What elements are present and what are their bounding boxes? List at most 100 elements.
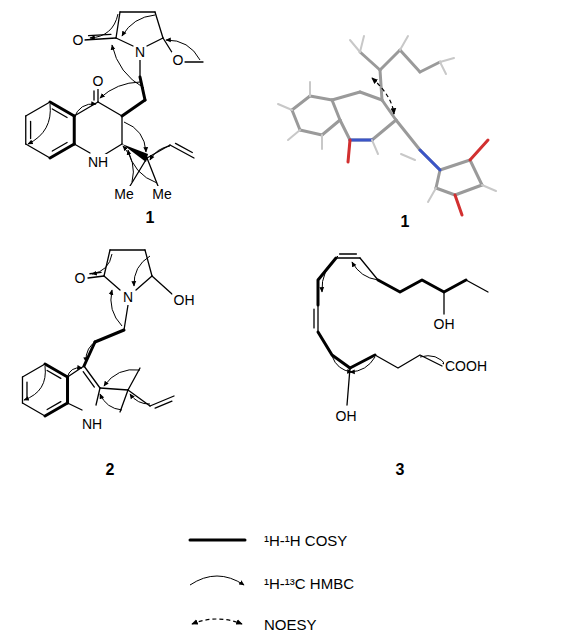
compound-number: 3 — [395, 461, 406, 479]
compound-number: 1 — [400, 213, 411, 231]
hmbc-arrow — [352, 262, 378, 280]
methyl-label: Me — [151, 186, 172, 202]
bond-line — [100, 388, 128, 390]
bond-line — [84, 38, 116, 40]
bond-line — [147, 158, 158, 186]
bond-line — [139, 59, 140, 77]
double-bond-line — [47, 402, 61, 410]
bond-line — [26, 144, 50, 158]
double-bond-line — [52, 143, 67, 152]
hmbc-arrow — [332, 356, 352, 372]
double-bond-line — [89, 34, 111, 35]
legend-text: ¹H-¹³C HMBC — [262, 575, 356, 592]
bond-line — [317, 305, 318, 332]
atom-label: OH — [433, 316, 456, 332]
bond-line — [98, 102, 122, 116]
compound-number: 1 — [145, 209, 156, 227]
hmbc-arrow — [322, 256, 338, 292]
double-bond-line — [313, 309, 314, 328]
bond-line — [22, 364, 45, 377]
model-stick — [360, 92, 382, 100]
hmbc-arrow — [111, 290, 122, 326]
atom-label: O — [172, 52, 185, 68]
model-stick — [372, 120, 396, 140]
double-bond-line — [30, 121, 31, 138]
noesy-arrow — [372, 78, 394, 114]
model-stick — [420, 62, 440, 72]
model-stick — [440, 160, 470, 170]
bond-line — [26, 102, 50, 116]
double-bond-line — [176, 143, 193, 152]
model-stick — [332, 92, 360, 100]
bond-line — [74, 144, 90, 153]
bond-line — [360, 258, 488, 292]
bond-line — [150, 396, 174, 406]
bond-line — [84, 342, 95, 366]
bond-line — [124, 305, 128, 330]
atom-label: N — [134, 44, 146, 60]
model-stick — [348, 140, 350, 162]
bond-line — [318, 258, 336, 305]
hmbc-arrow — [92, 254, 112, 274]
bond-line — [350, 355, 442, 368]
hmbc-sample — [190, 576, 244, 585]
model-stick — [332, 100, 340, 120]
bond-line — [120, 11, 155, 12]
atom-label: O — [72, 32, 85, 48]
bond-line — [336, 257, 360, 258]
atom-label: O — [74, 270, 87, 286]
model-stick — [436, 188, 455, 195]
double-bond-line — [93, 91, 94, 100]
double-bond-line — [340, 253, 357, 254]
bond-line — [140, 77, 145, 100]
atom-label: OH — [173, 292, 196, 308]
bond-line — [22, 377, 23, 403]
double-bond-line — [83, 372, 94, 387]
model-stick — [400, 50, 420, 72]
model-stick — [292, 110, 300, 130]
bond-line — [318, 332, 350, 368]
bond-line — [128, 390, 150, 406]
bond-line — [104, 276, 120, 290]
bond-line — [443, 292, 444, 314]
model-stick — [482, 185, 496, 191]
model-stick — [300, 130, 322, 135]
wedge-bond — [122, 144, 148, 162]
hmbc-arrow — [124, 122, 146, 152]
double-bond-line — [155, 401, 172, 408]
bond-line — [120, 390, 128, 412]
model-stick — [309, 82, 311, 96]
model-stick — [278, 104, 292, 110]
hmbc-arrow — [122, 15, 155, 36]
model-stick — [292, 96, 310, 110]
model-stick — [288, 130, 300, 140]
model-stick — [310, 96, 332, 100]
model-stick — [360, 36, 364, 52]
atom-label: NH — [87, 154, 109, 170]
model-stick — [428, 188, 436, 202]
hmbc-arrow — [130, 394, 150, 404]
double-bond-line — [52, 109, 67, 118]
bond-line — [116, 38, 133, 46]
noesy-sample — [192, 619, 242, 624]
bond-line — [68, 366, 84, 377]
bond-line — [121, 116, 122, 144]
atom-label: COOH — [444, 358, 488, 374]
hmbc-arrow — [90, 14, 118, 38]
hmbc-arrow — [134, 256, 150, 286]
bond-line — [73, 116, 76, 144]
model-stick — [440, 58, 454, 62]
bond-line — [110, 249, 145, 250]
bond-line — [95, 330, 124, 342]
bond-line — [128, 368, 140, 390]
hmbc-arrow — [104, 370, 140, 386]
bond-line — [122, 100, 145, 116]
bond-line — [152, 276, 172, 294]
bond-line — [25, 116, 26, 144]
double-bond-line — [47, 370, 61, 378]
model-stick — [380, 50, 400, 70]
model-stick — [340, 120, 350, 140]
methyl-label: Me — [113, 186, 134, 202]
model-stick — [400, 36, 408, 50]
